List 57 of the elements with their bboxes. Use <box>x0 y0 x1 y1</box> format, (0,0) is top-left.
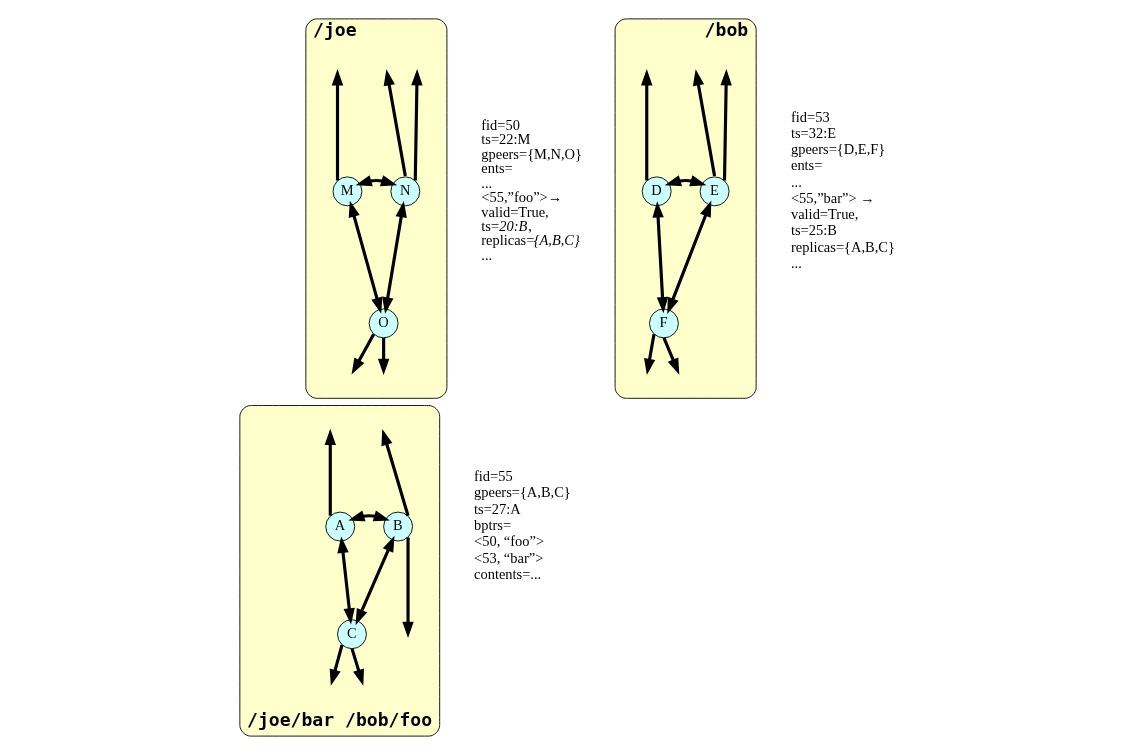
node-label: fid=50 <box>480 116 520 133</box>
node-label: ... <box>790 255 802 272</box>
arrow <box>331 69 343 181</box>
node-label: fid=53 <box>790 108 830 125</box>
node-label: replicas={A,B,C} <box>480 232 580 249</box>
arrow <box>643 333 656 375</box>
node-label: <55,”bar”> → <box>790 189 875 206</box>
arrow <box>348 200 382 314</box>
node-label: ents= <box>790 157 822 174</box>
arrow <box>349 648 364 686</box>
node-label: replicas={A,B,C} <box>790 238 895 255</box>
arrow <box>383 69 407 177</box>
node-circle: F <box>648 308 679 339</box>
arrow <box>355 535 395 626</box>
arrow <box>380 428 410 517</box>
arrow <box>651 201 668 314</box>
node-label: ... <box>480 174 492 191</box>
arrow <box>666 200 711 314</box>
node-label: ts=32:E <box>790 124 836 141</box>
node-label: <55,”foo”>→ <box>480 189 562 206</box>
node-circle: B <box>382 511 413 542</box>
node-label: contents=... <box>473 565 541 582</box>
node-label: gpeers={D,E,F} <box>790 141 885 158</box>
node-label: gpeers={M,N,O} <box>480 145 582 162</box>
arrow <box>381 201 407 314</box>
node-label: ... <box>480 246 492 263</box>
arrow <box>324 428 336 516</box>
arrow <box>410 69 423 181</box>
arrow <box>692 69 716 177</box>
arrow <box>329 644 344 686</box>
node-label: ts=25:B <box>790 222 837 239</box>
node-circle: C <box>336 619 367 650</box>
node-label: gpeers={A,B,C} <box>473 484 571 501</box>
node-circle: D <box>641 176 672 207</box>
node-circle: O <box>368 308 399 339</box>
arrow <box>640 69 652 181</box>
arrow <box>719 69 732 181</box>
node-label: ts=20:B, <box>480 217 532 234</box>
node-label: ts=22:M <box>480 131 530 148</box>
arrow <box>347 510 390 522</box>
node-label: <53, “bar”> <box>473 549 543 566</box>
arrow <box>377 337 389 376</box>
node-circle: M <box>332 176 362 207</box>
node-label: bptrs= <box>473 517 511 534</box>
node-label: valid=True, <box>790 206 858 223</box>
node-label: fid=55 <box>473 468 513 485</box>
node-label: ts=27:A <box>473 500 521 517</box>
node-label: ... <box>790 173 802 190</box>
node-circle: A <box>324 511 355 542</box>
arrow <box>336 536 355 625</box>
arrow <box>661 337 679 375</box>
node-label: valid=True, <box>480 203 549 220</box>
arrow <box>351 333 375 375</box>
arrow <box>401 537 414 638</box>
node-label: <50, “foo”> <box>473 533 544 550</box>
node-circle: N <box>389 176 420 207</box>
node-circle: E <box>699 176 729 207</box>
